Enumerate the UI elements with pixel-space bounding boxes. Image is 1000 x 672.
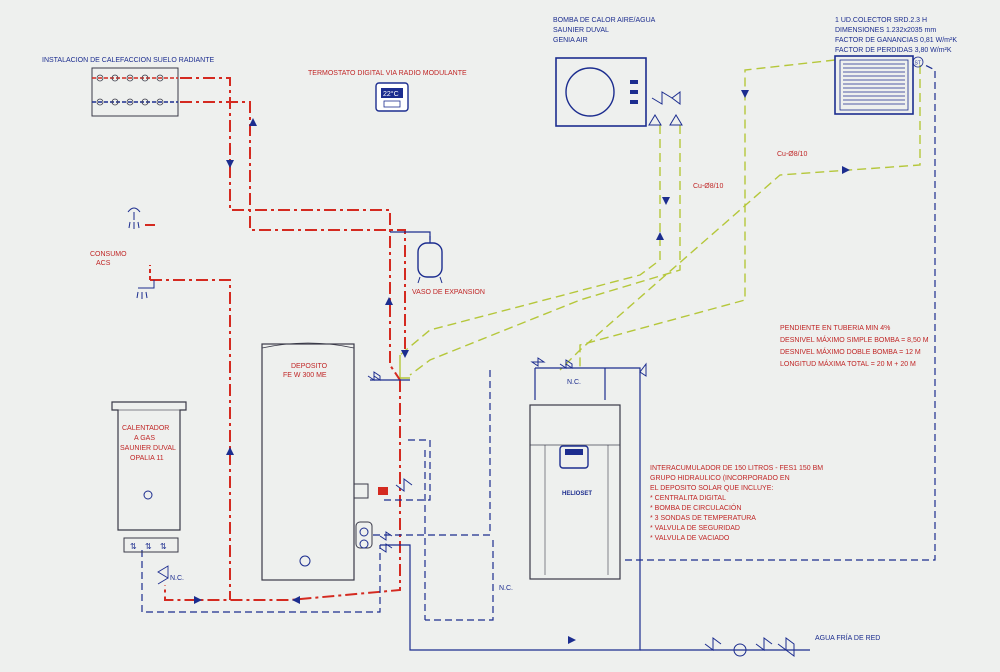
inter-line-3: EL DEPOSITO SOLAR QUE INCLUYE: xyxy=(650,485,773,492)
pendiente-line-2: DESNIVEL MÁXIMO SIMPLE BOMBA = 8,50 M xyxy=(780,335,929,344)
valve-icon xyxy=(559,359,573,369)
heat-pump-label-1: BOMBA DE CALOR AIRE/AGUA xyxy=(553,17,656,24)
thermostat-label: TERMOSTATO DIGITAL VIA RADIO MODULANTE xyxy=(308,70,467,77)
flow-arrow-icon xyxy=(226,447,234,455)
nc-label-bottom: N.C. xyxy=(499,585,513,592)
valve-icon xyxy=(755,637,773,651)
flow-arrow-icon xyxy=(194,596,202,604)
flow-arrow-icon xyxy=(656,232,664,240)
valve-icon xyxy=(777,637,795,657)
thermostat-icon: 22°C xyxy=(375,82,409,112)
valve-icon xyxy=(395,478,413,492)
consumo-label-1: CONSUMO xyxy=(90,251,127,258)
valve-icon xyxy=(157,565,169,585)
vaso-label: VASO DE EXPANSION xyxy=(412,289,485,296)
collector-label-2: DIMENSIONES 1.232x2035 mm xyxy=(835,27,936,34)
thermostat-display: 22°C xyxy=(383,90,399,98)
calentador-label-2: A GAS xyxy=(134,435,155,442)
pendiente-line-4: LONGITUD MÁXIMA TOTAL = 20 M + 20 M xyxy=(780,359,916,368)
inter-line-2: GRUPO HIDRAULICO (INCORPORADO EN xyxy=(650,475,790,482)
valve-icon xyxy=(530,357,546,367)
valve-icon xyxy=(648,114,662,126)
consumo-label-2: ACS xyxy=(96,260,111,267)
st-sensor-label: ST xyxy=(915,61,921,67)
flow-arrow-icon xyxy=(568,636,576,644)
pipe-label-left: Cu-Ø8/10 xyxy=(693,183,723,190)
hot-water-lines xyxy=(145,77,406,601)
solar-circuit-lines xyxy=(399,59,921,379)
valve-icon xyxy=(651,91,673,105)
helioset-tank xyxy=(529,357,647,580)
flow-arrow-icon xyxy=(385,297,393,305)
deposito-label-2: FE W 300 ME xyxy=(283,372,327,379)
collector-label-4: FACTOR DE PERDIDAS 3,80 W/m²K xyxy=(835,47,952,54)
collector-label-3: FACTOR DE GANANCIAS 0,81 W/m²K xyxy=(835,37,957,44)
deposito-tank xyxy=(261,342,413,581)
heat-pump-label-2: SAUNIER DUVAL xyxy=(553,27,609,34)
flow-arrow-icon xyxy=(226,160,234,168)
svg-text:⇅: ⇅ xyxy=(160,542,167,551)
fan-icon xyxy=(565,67,615,117)
valve-icon xyxy=(639,362,647,377)
inter-line-5: * BOMBA DE CIRCULACIÓN xyxy=(650,503,741,512)
pump-icon xyxy=(359,527,369,537)
flow-arrow-icon xyxy=(292,596,300,604)
valve-icon xyxy=(704,637,722,651)
expansion-vessel xyxy=(417,236,443,284)
svg-text:⇅: ⇅ xyxy=(145,542,152,551)
flow-arrow-icon xyxy=(842,166,850,174)
nc-label-heater: N.C. xyxy=(170,575,184,582)
nc-label-helioset: N.C. xyxy=(567,379,581,386)
calentador-label-1: CALENTADOR xyxy=(122,425,169,432)
cold-water-inlet xyxy=(704,637,795,657)
gas-heater: ⇅ ⇅ ⇅ xyxy=(111,401,187,585)
inter-line-6: * 3 SONDAS DE TEMPERATURA xyxy=(650,515,756,522)
agua-fria-label: AGUA FRÍA DE RED xyxy=(815,633,880,642)
floor-heating-manifold xyxy=(91,67,179,117)
inter-line-1: INTERACUMULADOR DE 150 LITROS - FES1 150… xyxy=(650,465,823,472)
pipe-label-right: Cu-Ø8/10 xyxy=(777,151,807,158)
flow-arrow-icon xyxy=(249,118,257,126)
helioset-label: HELIOSET xyxy=(562,491,592,497)
flow-arrow-icon xyxy=(741,90,749,98)
solar-collector: ST xyxy=(834,55,924,115)
flow-arrow-icon xyxy=(401,350,409,358)
pump-icon xyxy=(733,643,747,657)
valve-icon xyxy=(671,91,681,105)
svg-text:⇅: ⇅ xyxy=(130,542,137,551)
collector-label-1: 1 UD.COLECTOR SRD.2.3 H xyxy=(835,17,927,24)
calentador-label-3: SAUNIER DUVAL xyxy=(120,445,176,452)
faucet-icon xyxy=(136,280,155,299)
flow-arrows xyxy=(194,90,850,644)
inter-line-8: * VALVULA DE VACIADO xyxy=(650,535,730,542)
deposito-label-1: DEPOSITO xyxy=(291,363,328,370)
floor-heating-label: INSTALACION DE CALEFACCION SUELO RADIANT… xyxy=(42,57,215,64)
cold-water-lines xyxy=(141,64,936,651)
heat-pump-label-3: GENIA AIR xyxy=(553,37,588,44)
pendiente-line-1: PENDIENTE EN TUBERIA MIN 4% xyxy=(780,325,890,332)
pump-icon xyxy=(359,539,369,549)
flow-arrow-icon xyxy=(662,197,670,205)
pendiente-line-3: DESNIVEL MÁXIMO DOBLE BOMBA = 12 M xyxy=(780,347,921,356)
shower-icon xyxy=(127,207,141,229)
valve-icon xyxy=(379,531,393,541)
inter-line-4: * CENTRALITA DIGITAL xyxy=(650,495,726,502)
calentador-label-4: OPALIA 11 xyxy=(130,455,164,462)
valve-icon xyxy=(367,371,381,381)
valve-icon xyxy=(379,543,393,553)
inter-line-7: * VALVULA DE SEGURIDAD xyxy=(650,525,740,532)
valve-icon xyxy=(669,114,683,126)
heat-pump-unit xyxy=(555,57,683,127)
